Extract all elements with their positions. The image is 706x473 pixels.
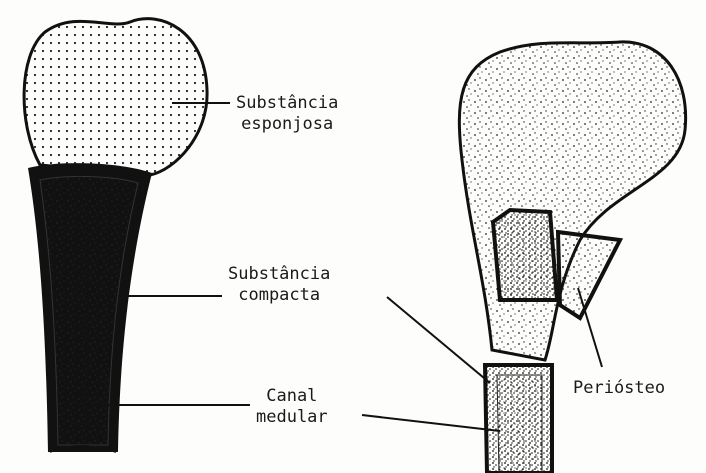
- label-canal-line2: medular: [256, 407, 328, 428]
- label-spongy-line1: Substância: [236, 93, 338, 114]
- label-periosteum-text: Periósteo: [573, 378, 665, 399]
- label-spongy: Substância esponjosa: [236, 93, 338, 135]
- compact-leader-right: [387, 297, 490, 383]
- right-shaft-core: [497, 375, 542, 473]
- label-spongy-line2: esponjosa: [236, 114, 338, 135]
- label-canal-line1: Canal: [256, 386, 328, 407]
- right-compact-window: [493, 210, 557, 300]
- left-bone: [24, 19, 207, 452]
- label-periosteum: Periósteo: [573, 378, 665, 399]
- right-bone: [459, 42, 685, 473]
- label-compact-line2: compacta: [228, 285, 330, 306]
- canal-leader-right: [362, 415, 500, 431]
- label-compact-line1: Substância: [228, 264, 330, 285]
- periosteum-flap: [558, 232, 620, 318]
- label-compact: Substância compacta: [228, 264, 330, 306]
- label-canal: Canal medular: [256, 386, 328, 428]
- left-epiphysis: [24, 19, 207, 175]
